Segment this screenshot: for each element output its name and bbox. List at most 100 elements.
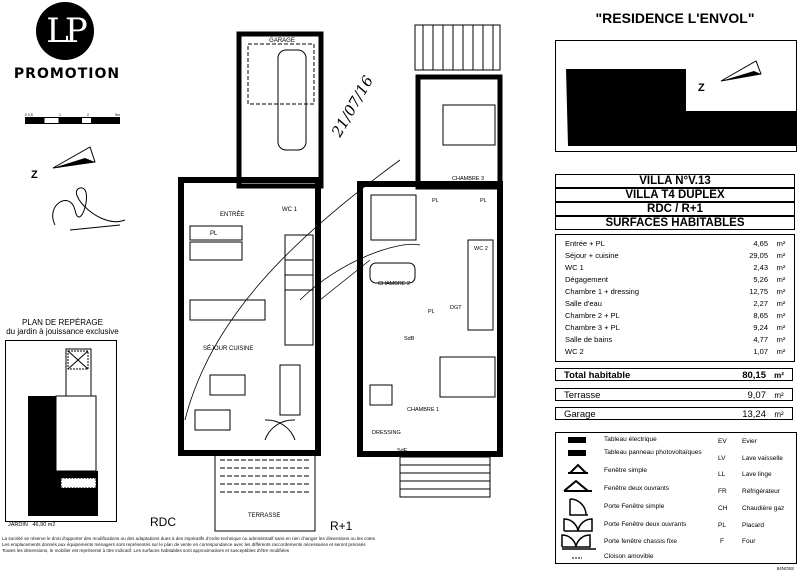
total-row: Total habitable 80,15 m²: [555, 368, 793, 381]
room-label-sejour: SÉJOUR CUISINE: [203, 345, 253, 352]
total-unit: m²: [774, 371, 784, 380]
villa-type: VILLA T4 DUPLEX: [555, 188, 795, 202]
surface-value: 2,43: [753, 263, 768, 272]
surface-label: Salle de bains: [565, 335, 613, 344]
room-label-pl: PL: [210, 231, 218, 237]
north-label: Z: [698, 82, 705, 94]
room-label-pl: PL: [432, 198, 439, 204]
legend-code-label: Réfrigérateur: [742, 488, 780, 495]
legend-symbol-label: Porte Fenêtre simple: [604, 503, 665, 510]
legend-symbol-label: Cloison amovible: [604, 553, 654, 560]
surface-unit: m²: [776, 311, 786, 320]
villa-levels: RDC / R+1: [555, 202, 795, 216]
disclaimer: La société se réserve le droit d'apporte…: [2, 536, 542, 554]
scale-label: 2: [87, 113, 89, 117]
surface-label: WC 2: [565, 347, 584, 356]
north-label: Z: [31, 169, 38, 181]
legend-code: LV: [718, 455, 726, 462]
legend-code: CH: [718, 505, 728, 512]
double-french-door-icon: [563, 518, 593, 532]
legend-code: F: [720, 538, 724, 545]
surface-unit: m²: [776, 323, 786, 332]
fixed-frame-door-icon: [561, 534, 596, 550]
room-label-chambre1: CHAMBRE 1: [407, 407, 439, 413]
legend-symbol-label: Porte fenêtre chassis fixe: [604, 538, 677, 545]
disclaimer-line: La société se réserve le droit d'apporte…: [2, 536, 376, 541]
room-label-dressing: DRESSING: [372, 430, 401, 436]
scale-bar: 0 0,5 1 2 5m: [25, 113, 120, 127]
surface-label: Dégagement: [565, 275, 608, 284]
reperage-title: PLAN DE REPÉRAGE du jardin à jouissance …: [0, 318, 125, 336]
terrasse-unit: m²: [774, 391, 784, 400]
jardin-area: 46,90 m2: [32, 522, 56, 528]
room-label-wc2: WC 2: [474, 246, 488, 252]
terrasse-row: Terrasse 9,07 m²: [555, 388, 793, 401]
legend-code: LL: [718, 471, 726, 478]
residence-title: "RESIDENCE L'ENVOL": [595, 10, 755, 26]
legend-symbols: [561, 437, 596, 559]
level-label-rdc: RDC: [150, 515, 176, 529]
surface-unit: m²: [776, 275, 786, 284]
legend-symbol-label: Fenêtre deux ouvrants: [604, 485, 670, 492]
logo-brand: PROMOTION: [13, 66, 121, 82]
room-label-entree: ENTRÉE: [220, 211, 244, 218]
double-window-icon: [563, 479, 592, 492]
jardin-label: JARDIN 46,90 m2: [8, 522, 55, 528]
surface-value: 12,75: [749, 287, 768, 296]
surface-unit: m²: [776, 299, 786, 308]
legend-code-label: Lave linge: [742, 471, 772, 478]
site-plan-drawing: Z: [566, 60, 796, 146]
section-title: SURFACES HABITABLES: [555, 216, 795, 230]
surface-value: 1,07: [753, 347, 768, 356]
reperage-plan: JARDIN 46,90 m2: [5, 340, 117, 528]
legend-code-label: Evier: [742, 438, 757, 445]
room-label-wc1: WC 1: [282, 207, 298, 213]
surface-label: WC 1: [565, 263, 584, 272]
room-label-pl: PL: [480, 198, 487, 204]
floor-plans: GARAGE ENTRÉE WC 1 PL SÉJOUR CUISINE TER…: [178, 24, 503, 533]
disclaimer-line: Les emplacements donnés aux équipements …: [2, 542, 366, 547]
surface-label: Séjour + cuisine: [565, 251, 619, 260]
surface-unit: m²: [776, 251, 786, 260]
plan-rdc: GARAGE ENTRÉE WC 1 PL SÉJOUR CUISINE TER…: [178, 31, 324, 532]
site-plan: Z: [555, 40, 797, 152]
handwritten-date: 21/07/16: [327, 72, 377, 141]
window-icon: [567, 463, 589, 474]
total-value: 80,15: [742, 370, 766, 381]
room-label-dgt: DGT: [450, 305, 462, 311]
legend-symbol-label: Porte Fenêtre deux ouvrants: [604, 521, 687, 528]
surface-value: 29,05: [749, 251, 768, 260]
total-label: Total habitable: [564, 370, 631, 381]
room-label-sde: SdE: [397, 448, 408, 454]
surface-unit: m²: [776, 239, 786, 248]
scale-label: 5m: [115, 113, 120, 117]
surface-label: Chambre 1 + dressing: [565, 287, 639, 296]
north-arrow-icon: Z: [31, 146, 96, 181]
legend-code-label: Placard: [742, 522, 765, 529]
level-label-r1: R+1: [330, 519, 353, 533]
reperage-title-text: PLAN DE REPÉRAGE: [22, 318, 103, 327]
legend-symbol-label: Fenêtre simple: [604, 467, 647, 474]
signature: [52, 187, 126, 231]
surface-label: Chambre 3 + PL: [565, 323, 620, 332]
room-label-pl: PL: [428, 309, 435, 315]
french-door-icon: [569, 498, 588, 516]
legend-code: FR: [718, 488, 727, 495]
reperage-drawing: [28, 348, 98, 516]
terrasse-label: Terrasse: [564, 390, 601, 401]
room-label-garage: GARAGE: [269, 38, 295, 44]
legend-code-label: Chaudière gaz: [742, 505, 785, 512]
room-label-sdb: SdB: [404, 336, 415, 342]
plan-r1: CHAMBRE 3 PL PL WC 2 CHAMBRE 2 PL DGT Sd…: [330, 24, 503, 533]
surface-value: 2,27: [753, 299, 768, 308]
solar-panel-icon: [568, 450, 586, 456]
terrasse-value: 9,07: [747, 390, 767, 401]
